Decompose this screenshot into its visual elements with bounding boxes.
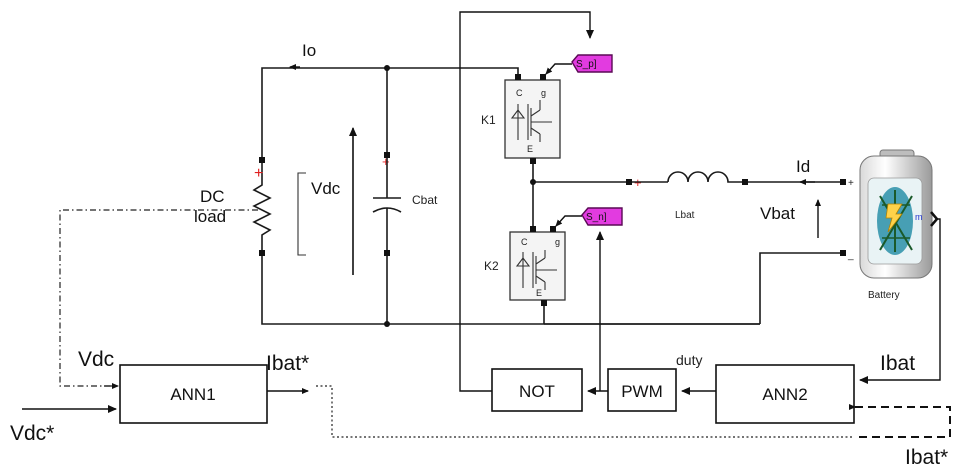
svg-text:E: E bbox=[536, 288, 542, 298]
svg-text:NOT: NOT bbox=[519, 382, 555, 401]
dc-load-label-line1: DC bbox=[200, 187, 225, 206]
vbat-label: Vbat bbox=[760, 204, 795, 223]
id-current-arrow: Id bbox=[796, 157, 815, 185]
k2-switch: C g E bbox=[509, 226, 566, 306]
s-p-tag: S_p] bbox=[545, 54, 613, 75]
vbat-arrow: Vbat bbox=[760, 199, 821, 238]
vdc-ref-label: Vdc* bbox=[10, 422, 54, 445]
id-label: Id bbox=[796, 157, 810, 176]
ann2-block: ANN2 bbox=[715, 364, 855, 424]
svg-text:ANN1: ANN1 bbox=[170, 385, 215, 404]
cbat-capacitor: + bbox=[372, 152, 402, 256]
svg-text:_: _ bbox=[847, 250, 854, 261]
svg-text:g: g bbox=[555, 237, 560, 247]
io-label: Io bbox=[302, 41, 316, 60]
svg-text:PWM: PWM bbox=[621, 382, 663, 401]
svg-text:+: + bbox=[382, 154, 390, 169]
ibat-ref-output-label: Ibat* bbox=[266, 352, 309, 375]
svg-text:C: C bbox=[521, 237, 528, 247]
dc-load-label-line2: load bbox=[194, 207, 226, 226]
svg-text:g: g bbox=[541, 88, 546, 98]
io-current-arrow: Io bbox=[289, 41, 316, 70]
not-block: NOT bbox=[491, 368, 583, 412]
duty-label: duty bbox=[676, 352, 702, 368]
pwm-block: PWM bbox=[607, 368, 677, 412]
vdc-input-label: Vdc bbox=[78, 348, 114, 371]
svg-text:S_p]: S_p] bbox=[576, 59, 597, 70]
svg-text:+: + bbox=[848, 178, 854, 189]
s-n-tag: S_n] bbox=[555, 207, 623, 227]
battery-label: Battery bbox=[868, 290, 900, 301]
signal-lines bbox=[22, 11, 951, 438]
cbat-label: Cbat bbox=[412, 193, 438, 207]
svg-text:m: m bbox=[915, 212, 923, 222]
lbat-inductor: + bbox=[626, 171, 748, 190]
lbat-label: Lbat bbox=[675, 210, 695, 221]
vdc-circuit-label: Vdc bbox=[311, 179, 341, 198]
svg-text:+: + bbox=[254, 165, 263, 182]
ibat-input-label: Ibat bbox=[880, 352, 915, 375]
battery-icon: + _ m bbox=[840, 149, 933, 279]
ann1-block: ANN1 bbox=[119, 364, 268, 424]
svg-text:S_n]: S_n] bbox=[586, 212, 607, 223]
svg-text:E: E bbox=[527, 144, 533, 154]
vdc-bracket: Vdc bbox=[297, 172, 341, 256]
ibat-ref-bottom-label: Ibat* bbox=[905, 446, 948, 469]
dc-load-resistor: + bbox=[252, 157, 272, 256]
k1-label: K1 bbox=[481, 113, 496, 127]
k2-label: K2 bbox=[484, 259, 499, 273]
svg-text:ANN2: ANN2 bbox=[762, 385, 807, 404]
junction-dots bbox=[384, 65, 536, 327]
k1-switch: C g E bbox=[504, 74, 561, 164]
svg-text:C: C bbox=[516, 88, 523, 98]
